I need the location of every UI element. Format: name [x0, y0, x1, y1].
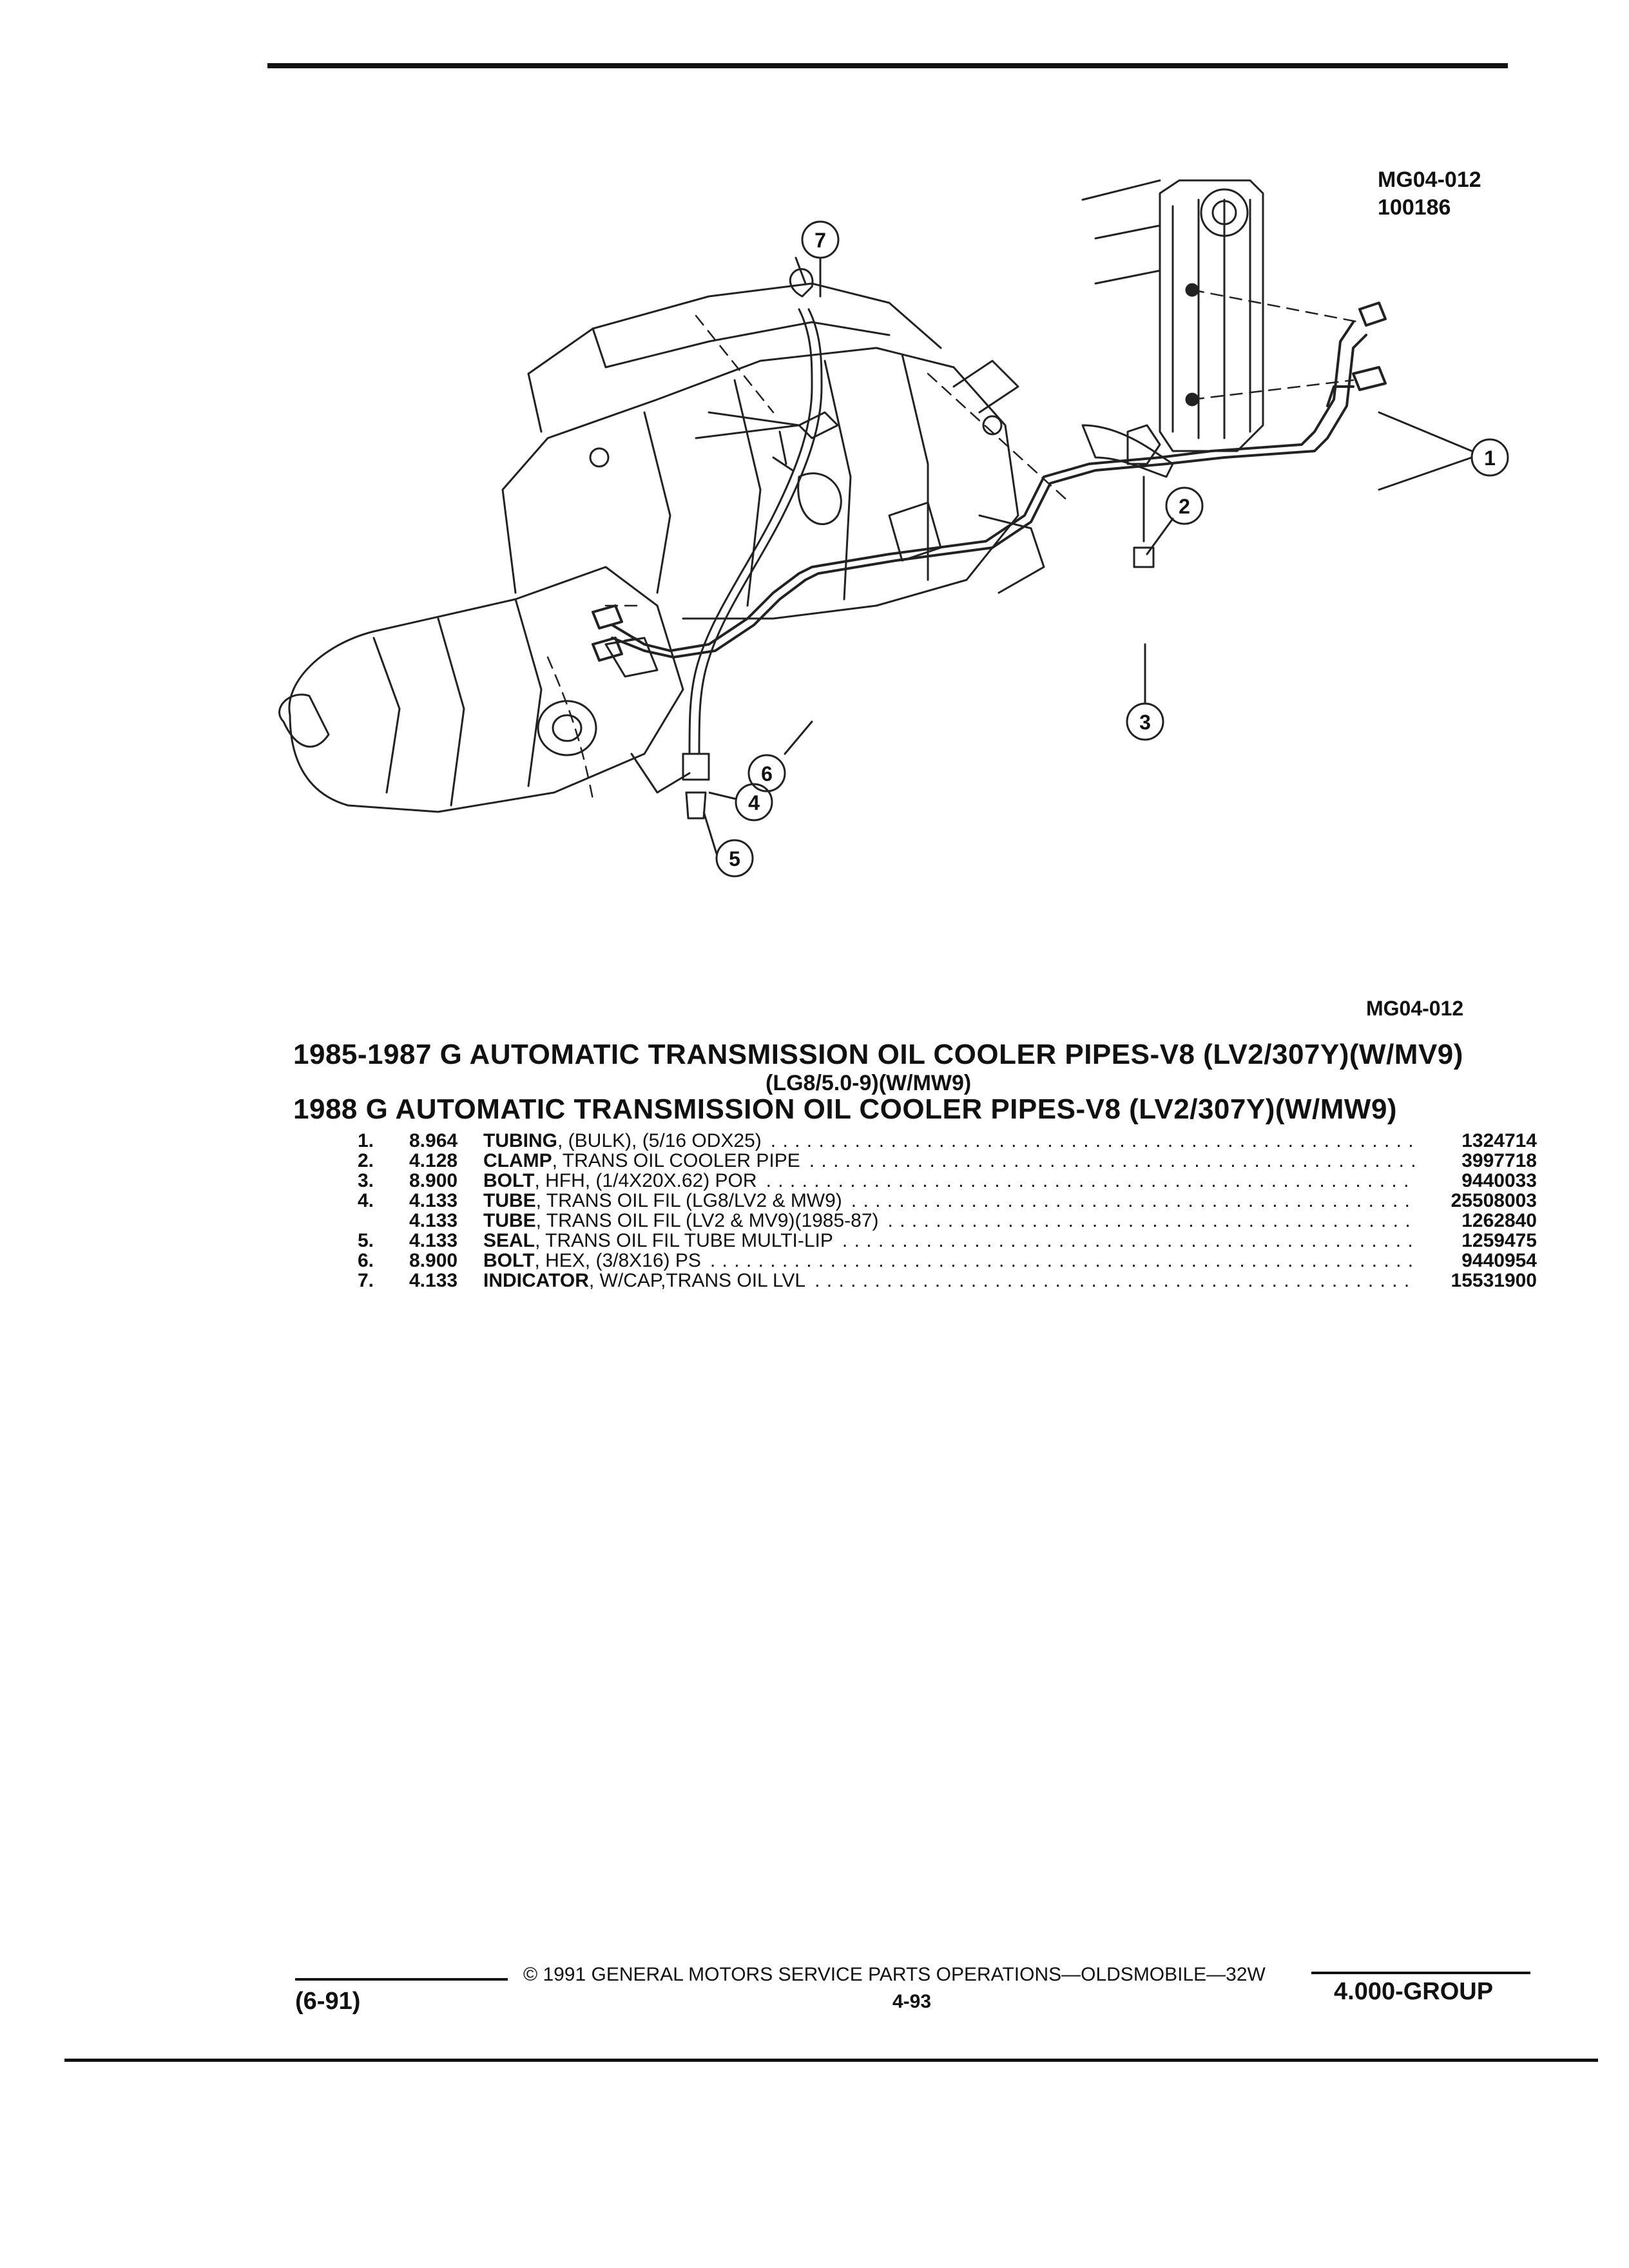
parts-row: 7. 4.133 INDICATOR , W/CAP,TRANS OIL LVL… — [358, 1271, 1537, 1291]
dot-leader — [766, 1171, 1415, 1191]
part-description: , HFH, (1/4X20X.62) POR — [534, 1170, 757, 1191]
part-number: 9440033 — [1461, 1170, 1537, 1191]
footer-date: (6-91) — [295, 1988, 361, 2015]
figure-ref-top: MG04-012 — [1378, 168, 1481, 192]
section-title-1988: 1988 G AUTOMATIC TRANSMISSION OIL COOLER… — [293, 1093, 1398, 1125]
part-name: TUBE — [483, 1210, 536, 1231]
part-description: , TRANS OIL FIL (LV2 & MV9)(1985-87) — [535, 1210, 879, 1231]
dot-leader — [851, 1191, 1415, 1211]
part-name: TUBE — [483, 1190, 536, 1211]
section-title-1985-1987: 1985-1987 G AUTOMATIC TRANSMISSION OIL C… — [293, 1039, 1463, 1070]
group-number: 4.133 — [409, 1190, 458, 1211]
parts-list: 1. 8.964 TUBING , (BULK), (5/16 ODX25) 1… — [358, 1131, 1537, 1291]
top-rule — [267, 63, 1508, 68]
figure-date-code: 100186 — [1378, 195, 1451, 220]
item-number: 1. — [358, 1130, 374, 1151]
callout-4: 4 — [748, 791, 760, 814]
parts-row: 2. 4.128 CLAMP , TRANS OIL COOLER PIPE 3… — [358, 1151, 1537, 1171]
footer-copyright: © 1991 GENERAL MOTORS SERVICE PARTS OPER… — [523, 1964, 1266, 1985]
part-name: SEAL — [483, 1230, 535, 1251]
dot-leader — [888, 1211, 1415, 1231]
parts-row: 3. 8.900 BOLT , HFH, (1/4X20X.62) POR 94… — [358, 1171, 1537, 1191]
item-number: 2. — [358, 1150, 374, 1171]
group-number: 8.964 — [409, 1130, 458, 1151]
part-description: , TRANS OIL COOLER PIPE — [552, 1150, 800, 1171]
group-number: 4.133 — [409, 1230, 458, 1251]
figure-ref-bottom: MG04-012 — [1366, 997, 1464, 1020]
callout-5: 5 — [729, 847, 740, 870]
part-number: 3997718 — [1461, 1150, 1537, 1171]
part-description: , HEX, (3/8X16) PS — [534, 1250, 701, 1271]
parts-row: 4. 4.133 TUBE , TRANS OIL FIL (LG8/LV2 &… — [358, 1191, 1537, 1211]
engine-block — [501, 282, 1045, 620]
dot-leader — [815, 1271, 1415, 1291]
group-number: 4.133 — [409, 1210, 458, 1231]
callout-markers — [747, 220, 1509, 793]
part-number: 25508003 — [1451, 1190, 1537, 1211]
cooler-lines — [592, 302, 1387, 662]
dot-leader — [842, 1231, 1415, 1251]
item-number: 7. — [358, 1270, 374, 1291]
item-number: 3. — [358, 1170, 374, 1191]
part-number: 1259475 — [1461, 1230, 1537, 1251]
part-number: 1324714 — [1461, 1130, 1537, 1151]
clamp-and-bolt — [1126, 424, 1161, 568]
callout-1: 1 — [1484, 447, 1496, 470]
parts-row: 4.133 TUBE , TRANS OIL FIL (LV2 & MV9)(1… — [358, 1211, 1537, 1231]
item-number: 4. — [358, 1190, 374, 1211]
part-description: , W/CAP,TRANS OIL LVL — [588, 1270, 806, 1291]
dot-leader — [771, 1131, 1415, 1151]
group-number: 4.133 — [409, 1270, 458, 1291]
dipstick-assembly — [682, 256, 839, 820]
callout-7: 7 — [815, 229, 826, 252]
part-name: TUBING — [483, 1130, 557, 1151]
radiator — [1081, 179, 1264, 478]
section-title-1985-1987-sub: (LG8/5.0-9)(W/MW9) — [766, 1071, 972, 1095]
part-name: CLAMP — [483, 1150, 552, 1171]
footer-group: 4.000-GROUP — [1334, 1978, 1494, 2005]
footer-rule-left — [295, 1978, 508, 1981]
part-description: , TRANS OIL FIL (LG8/LV2 & MW9) — [535, 1190, 842, 1211]
callout-6: 6 — [761, 762, 773, 785]
item-number: 5. — [358, 1230, 374, 1251]
item-number: 6. — [358, 1250, 374, 1271]
part-number: 9440954 — [1461, 1250, 1537, 1271]
group-number: 8.900 — [409, 1170, 458, 1191]
parts-row: 6. 8.900 BOLT , HEX, (3/8X16) PS 9440954 — [358, 1251, 1537, 1271]
exploded-view-diagram: 7 1 2 3 6 4 5 — [278, 179, 1509, 878]
group-number: 8.900 — [409, 1250, 458, 1271]
callout-3: 3 — [1139, 711, 1151, 734]
part-description: , (BULK), (5/16 ODX25) — [557, 1130, 762, 1151]
part-name: BOLT — [483, 1170, 535, 1191]
bottom-rule — [64, 2059, 1598, 2062]
callout-2: 2 — [1179, 495, 1190, 518]
part-number: 15531900 — [1451, 1270, 1537, 1291]
dot-leader — [809, 1151, 1415, 1171]
footer-page-number: 4-93 — [892, 1991, 932, 2012]
parts-row: 5. 4.133 SEAL , TRANS OIL FIL TUBE MULTI… — [358, 1231, 1537, 1251]
footer-rule-right — [1311, 1972, 1530, 1974]
parts-row: 1. 8.964 TUBING , (BULK), (5/16 ODX25) 1… — [358, 1131, 1537, 1151]
part-description: , TRANS OIL FIL TUBE MULTI-LIP — [535, 1230, 833, 1251]
part-number: 1262840 — [1461, 1210, 1537, 1231]
dot-leader — [710, 1251, 1415, 1271]
part-name: INDICATOR — [483, 1270, 589, 1291]
group-number: 4.128 — [409, 1150, 458, 1171]
part-name: BOLT — [483, 1250, 535, 1271]
transmission-assembly — [278, 566, 691, 813]
